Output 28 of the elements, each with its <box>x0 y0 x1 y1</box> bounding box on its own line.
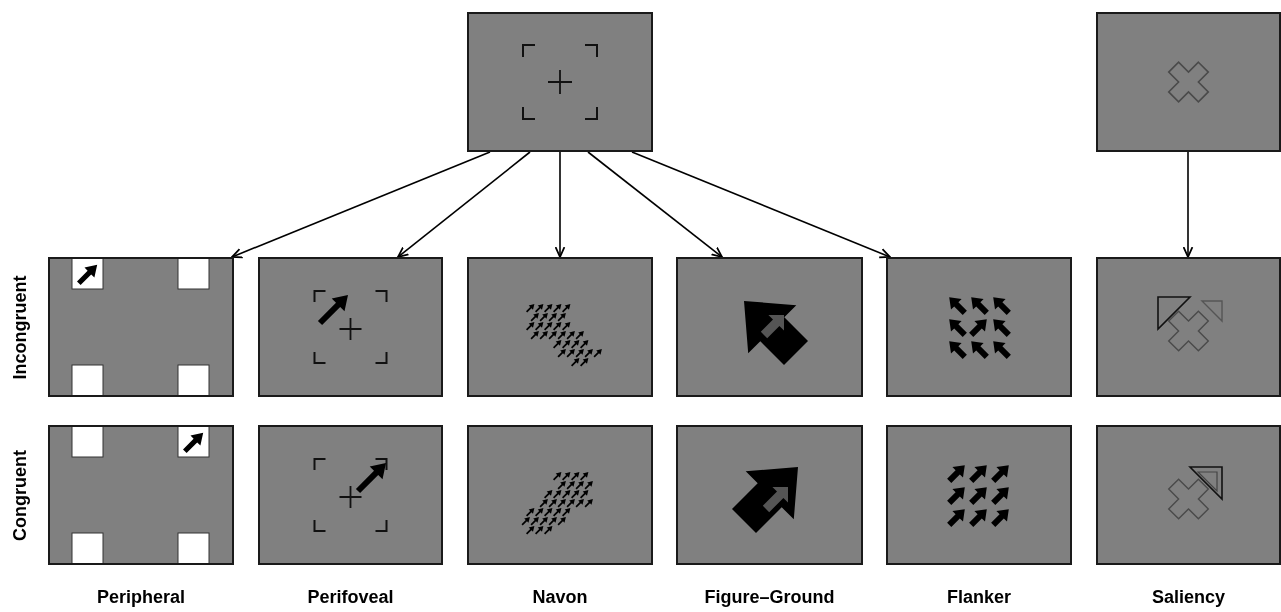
stimulus-display <box>1096 257 1281 397</box>
stimulus-display <box>886 425 1072 565</box>
row-label: Incongruent <box>9 275 31 379</box>
stimulus-display <box>467 257 653 397</box>
column-label: Perifoveal <box>307 587 394 608</box>
stimulus-display <box>467 425 653 565</box>
stimulus-display <box>258 257 443 397</box>
stimulus-display <box>1096 425 1281 565</box>
stimulus-display <box>48 425 234 565</box>
stimulus-display <box>467 12 653 152</box>
stimulus-display <box>676 257 863 397</box>
arrow <box>397 151 531 258</box>
column-label: Navon <box>532 587 588 608</box>
arrow <box>554 151 566 258</box>
column-label: Saliency <box>1151 587 1225 608</box>
arrow <box>1182 151 1194 258</box>
column-label: Peripheral <box>96 587 185 608</box>
column-label: Flanker <box>947 587 1011 608</box>
arrow <box>587 151 723 258</box>
arrow <box>631 151 891 259</box>
stimulus-display <box>258 425 443 565</box>
stimulus-display <box>676 425 863 565</box>
stimulus-display <box>1096 12 1281 152</box>
column-label: Figure–Ground <box>704 587 835 608</box>
arrow <box>231 151 491 259</box>
stimulus-display <box>48 257 234 397</box>
row-label: Congruent <box>9 449 31 541</box>
stimulus-display <box>886 257 1072 397</box>
